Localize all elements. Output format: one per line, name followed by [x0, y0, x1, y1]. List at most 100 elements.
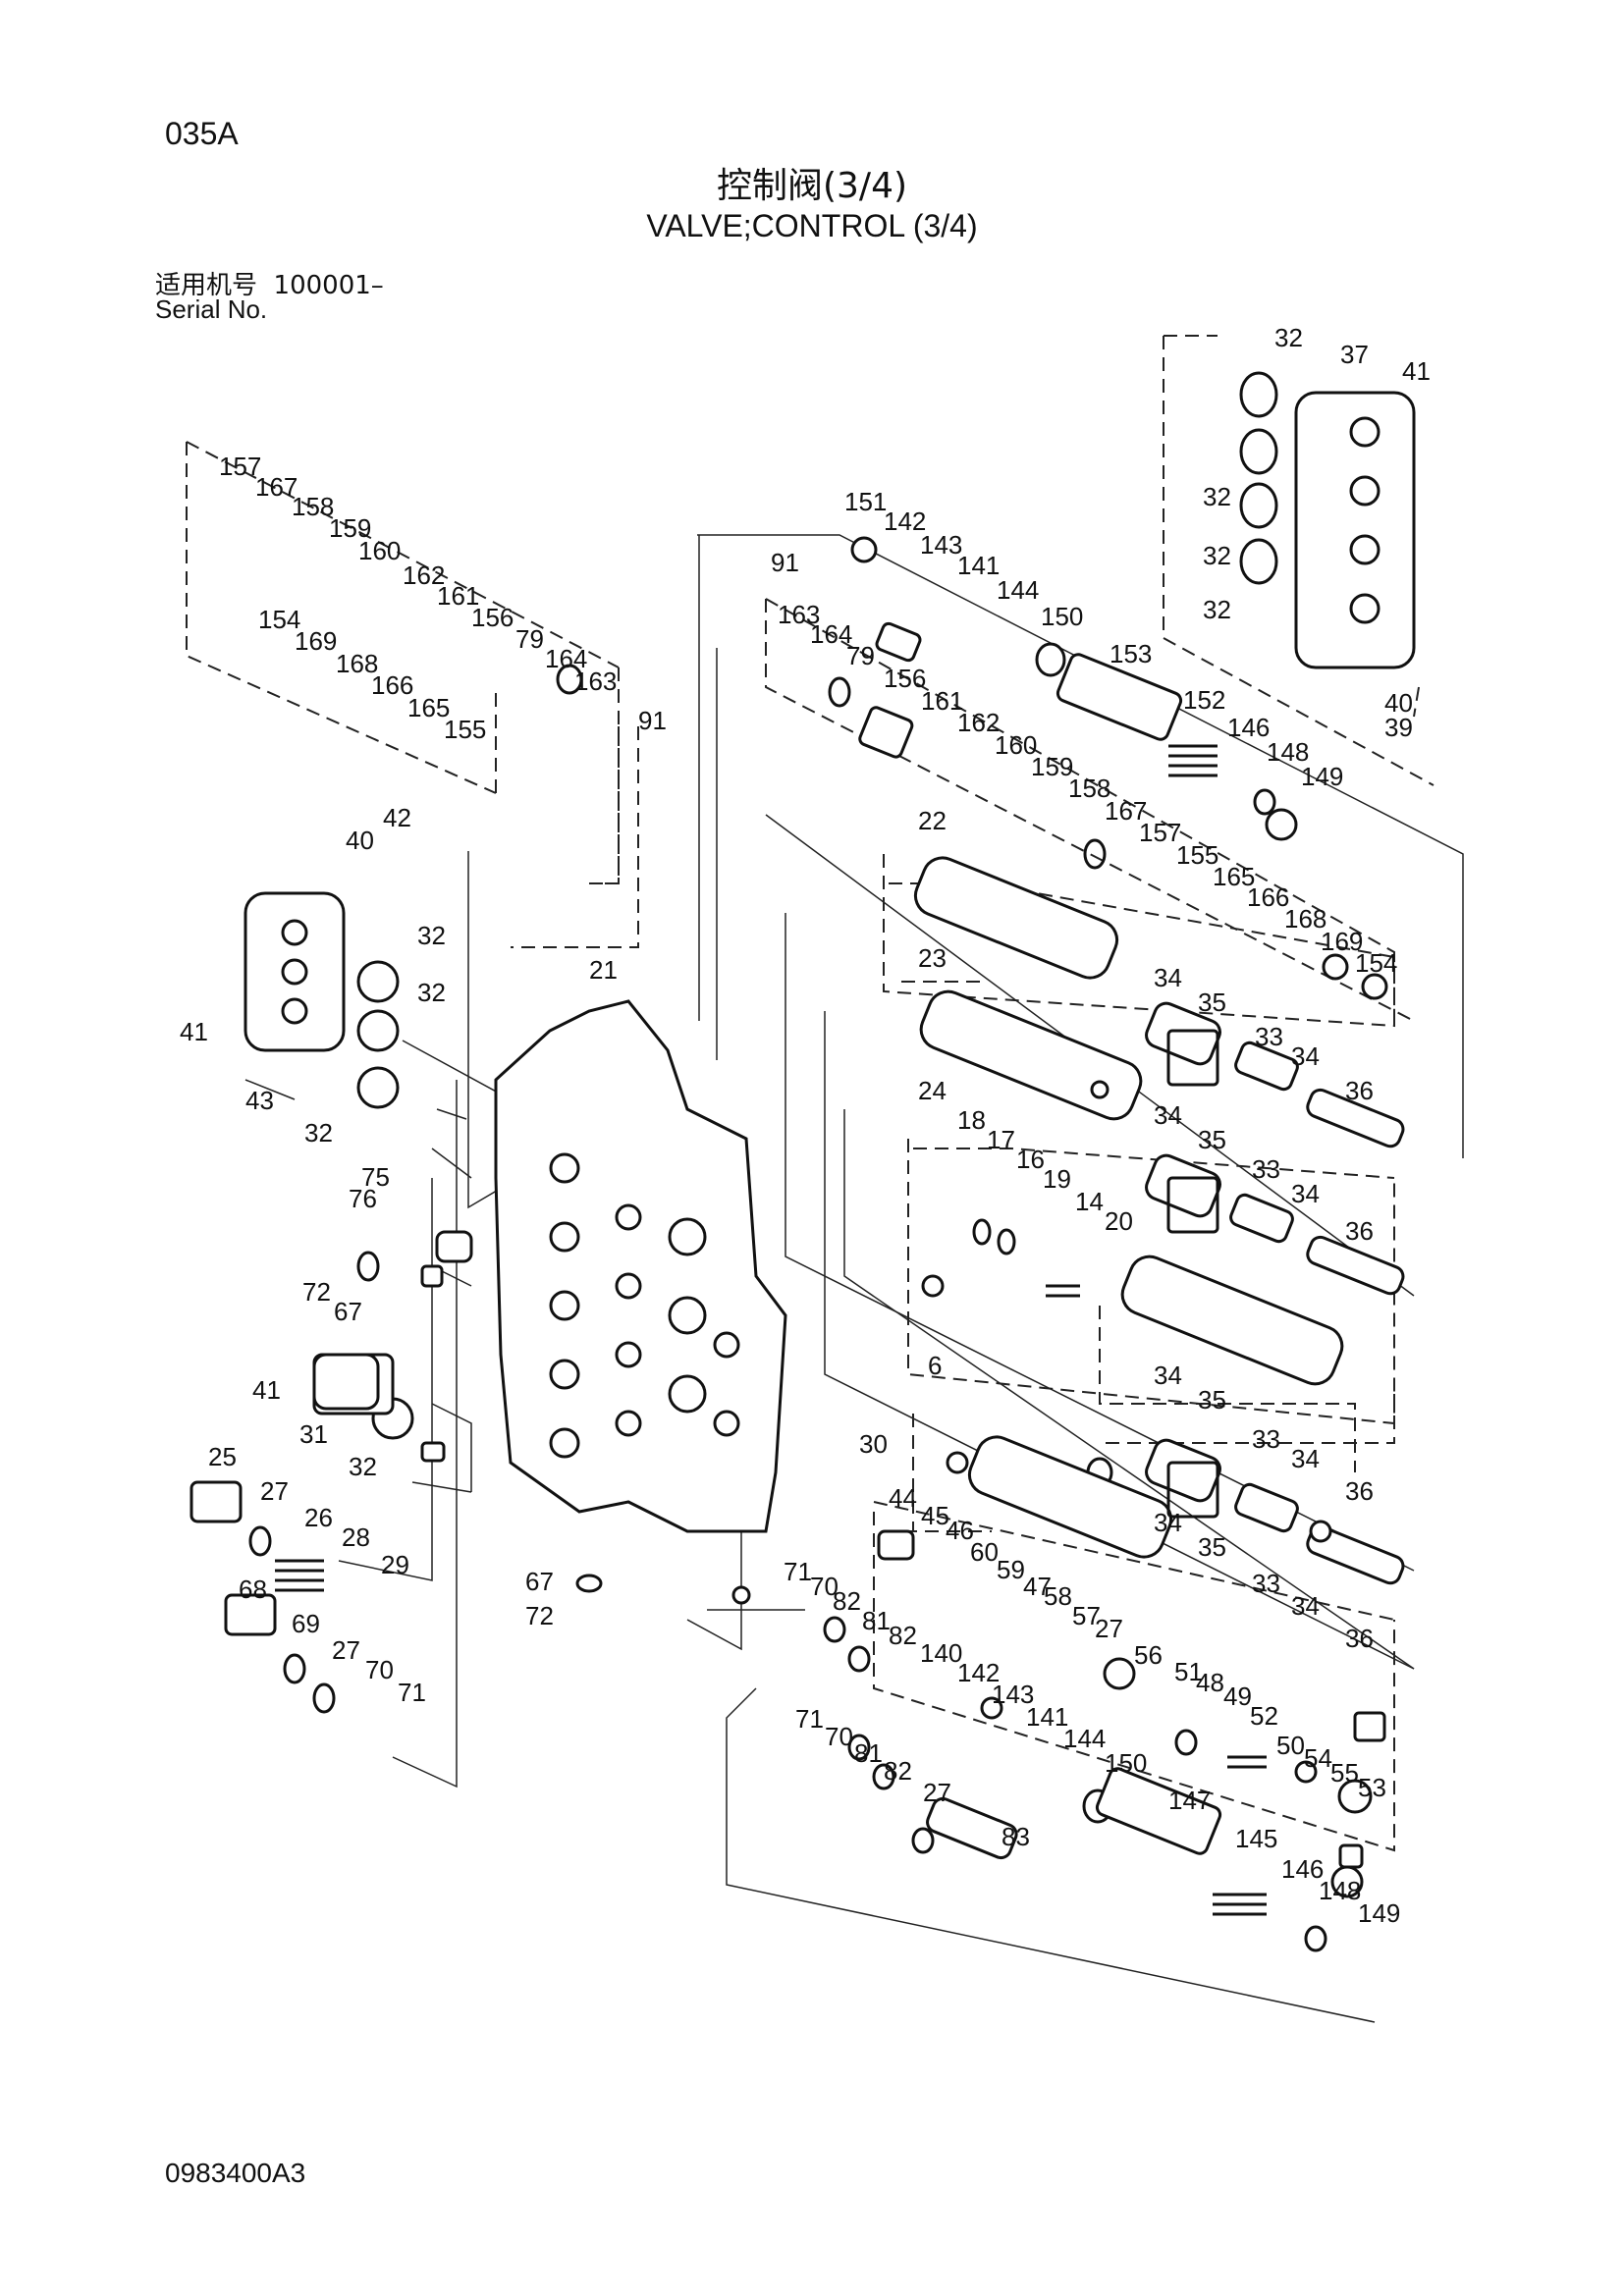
part-label: 28: [342, 1522, 370, 1552]
part-label: 166: [1247, 882, 1289, 912]
serial-label-english: Serial No.: [155, 294, 268, 324]
part-label: 36: [1345, 1076, 1374, 1105]
part-label: 160: [995, 730, 1037, 760]
part-label: 157: [219, 452, 261, 481]
part-label: 153: [1110, 639, 1152, 668]
part-label: 45: [921, 1501, 949, 1530]
part-label: 67: [334, 1297, 362, 1326]
part-label: 42: [383, 803, 411, 832]
part-label: 150: [1041, 602, 1083, 631]
part-label: 33: [1252, 1424, 1280, 1454]
part-label: 26: [304, 1503, 333, 1532]
part-label: 142: [957, 1658, 1000, 1687]
part-label: 34: [1154, 1361, 1182, 1390]
part-label: 161: [437, 581, 479, 611]
part-label: 16: [1016, 1145, 1045, 1174]
part-label: 53: [1358, 1773, 1386, 1802]
part-label: 81: [862, 1606, 891, 1635]
part-label: 35: [1198, 1532, 1226, 1562]
part-label: 48: [1196, 1668, 1224, 1697]
part-label: 164: [810, 619, 852, 649]
part-label: 40: [1384, 688, 1413, 718]
part-label: 152: [1183, 685, 1225, 715]
part-label: 41: [180, 1017, 208, 1046]
part-label: 83: [1001, 1822, 1030, 1851]
part-label: 57: [1072, 1601, 1101, 1630]
part-label: 22: [918, 806, 947, 835]
part-label: 6: [928, 1351, 942, 1380]
part-label: 167: [1105, 796, 1147, 826]
part-label: 43: [245, 1086, 274, 1115]
part-label: 144: [1063, 1724, 1106, 1753]
part-label: 71: [784, 1557, 812, 1586]
part-label: 157: [1139, 818, 1181, 847]
serial-value: 100001–: [273, 271, 384, 300]
part-label: 158: [292, 492, 334, 521]
part-label: 70: [365, 1655, 394, 1684]
part-label: 82: [833, 1586, 861, 1616]
part-label: 162: [957, 708, 1000, 737]
part-label: 36: [1345, 1624, 1374, 1653]
part-label: 36: [1345, 1476, 1374, 1506]
part-label: 49: [1223, 1682, 1252, 1711]
part-label: 32: [1203, 595, 1231, 624]
part-label: 35: [1198, 1125, 1226, 1154]
part-label: 35: [1198, 1385, 1226, 1415]
part-label: 35: [1198, 988, 1226, 1017]
part-label: 32: [1203, 482, 1231, 511]
part-label: 56: [1134, 1640, 1163, 1670]
part-label: 68: [239, 1575, 267, 1604]
part-label: 141: [1026, 1702, 1068, 1732]
part-label: 168: [336, 649, 378, 678]
part-label: 17: [987, 1125, 1015, 1154]
part-label: 143: [992, 1680, 1034, 1709]
part-label: 79: [515, 624, 544, 654]
part-label: 34: [1154, 963, 1182, 992]
part-label: 39: [1384, 713, 1413, 742]
part-label: 32: [349, 1452, 377, 1481]
document-code: 0983400A3: [165, 2158, 306, 2188]
part-label: 142: [884, 507, 926, 536]
page-code: 035A: [165, 116, 239, 151]
part-label: 59: [997, 1555, 1025, 1584]
part-label: 58: [1044, 1581, 1072, 1611]
part-label: 154: [258, 605, 300, 634]
spools-and-bodies: [189, 536, 1405, 1898]
part-label: 32: [304, 1118, 333, 1148]
part-label: 155: [1176, 840, 1218, 870]
part-label: 79: [846, 641, 875, 670]
springs: [275, 744, 1267, 1916]
part-label: 146: [1281, 1854, 1324, 1884]
part-label: 52: [1250, 1701, 1278, 1731]
part-label: 159: [1031, 752, 1073, 781]
part-label: 143: [920, 530, 962, 560]
part-label: 40: [346, 826, 374, 855]
part-label: 14: [1075, 1187, 1104, 1216]
part-label: 51: [1174, 1657, 1203, 1686]
part-label: 69: [292, 1609, 320, 1638]
housing-block: [244, 391, 1416, 1533]
part-number-labels: 32 37 41 32 32 32 40 39 157 167 158 159 …: [180, 323, 1431, 1928]
part-label: 27: [923, 1778, 951, 1807]
part-label: 159: [329, 513, 371, 543]
part-label: 19: [1043, 1164, 1071, 1194]
part-label: 34: [1154, 1100, 1182, 1130]
part-label: 36: [1345, 1216, 1374, 1246]
part-label: 34: [1291, 1591, 1320, 1621]
part-label: 34: [1291, 1179, 1320, 1208]
title-english: VALVE;CONTROL (3/4): [646, 208, 978, 243]
part-label: 41: [1402, 356, 1431, 386]
part-label: 29: [381, 1550, 409, 1579]
part-label: 164: [545, 644, 587, 673]
part-label: 163: [574, 667, 617, 696]
part-label: 149: [1358, 1898, 1400, 1928]
part-label: 55: [1330, 1758, 1359, 1788]
part-label: 32: [417, 921, 446, 950]
part-label: 34: [1154, 1508, 1182, 1537]
part-label: 150: [1105, 1748, 1147, 1778]
part-label: 155: [444, 715, 486, 744]
part-label: 31: [299, 1419, 328, 1449]
part-label: 37: [1340, 340, 1369, 369]
part-label: 169: [295, 626, 337, 656]
